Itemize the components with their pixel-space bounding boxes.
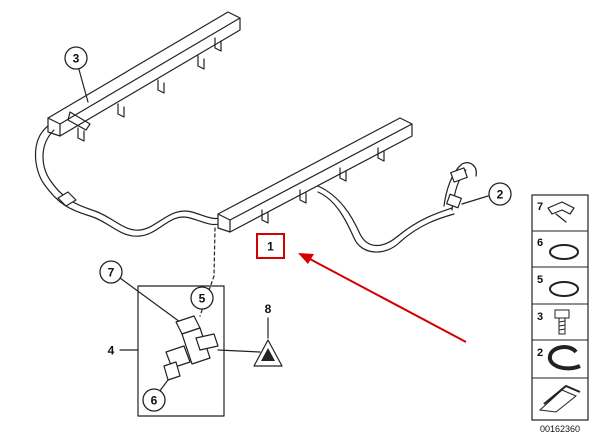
o-ring-icon [549, 244, 579, 260]
front-fuel-rail [217, 117, 413, 233]
svg-text:7: 7 [108, 266, 115, 280]
svg-text:2: 2 [497, 188, 504, 202]
svg-text:6: 6 [151, 394, 158, 408]
svg-text:2: 2 [537, 347, 543, 359]
callout-3: 3 [64, 46, 88, 70]
svg-text:4: 4 [108, 344, 115, 358]
legend-item-hose-clamp: 2 [537, 345, 581, 371]
svg-text:6: 6 [537, 237, 543, 249]
callout-8: 8 [265, 302, 272, 316]
rear-fuel-rail [47, 11, 241, 142]
svg-text:3: 3 [73, 52, 80, 66]
callout-2: 2 [488, 182, 512, 206]
clip-icon [547, 201, 575, 223]
legend-item-bolt: 3 [537, 309, 570, 335]
leader-lines [77, 65, 489, 351]
fuel-injector [155, 315, 261, 397]
legend-item-o-ring-6: 6 [537, 237, 579, 260]
svg-text:1: 1 [267, 240, 274, 254]
o-ring-icon [549, 281, 579, 297]
hose-clamp-icon [547, 345, 581, 371]
legend-item-o-ring-5: 5 [537, 274, 579, 297]
crossover-fuel-line [35, 125, 227, 237]
svg-text:7: 7 [537, 201, 543, 213]
callout-5: 5 [190, 286, 214, 310]
svg-text:5: 5 [537, 274, 543, 286]
callout-1: 1 [267, 240, 274, 254]
bolt-icon [554, 309, 570, 335]
injector-group-box [137, 285, 225, 417]
feed-line [317, 162, 477, 253]
highlight-box [256, 233, 285, 259]
svg-text:3: 3 [537, 311, 543, 323]
callout-6: 6 [142, 388, 166, 412]
svg-text:5: 5 [199, 292, 206, 306]
red-arrow [298, 253, 467, 343]
diagram-code: 00162360 [540, 424, 580, 434]
svg-text:8: 8 [265, 302, 272, 316]
legend-item-clip: 7 [537, 201, 575, 223]
callout-7: 7 [99, 260, 123, 284]
parts-legend: 7 6 5 3 2 [531, 194, 589, 421]
legend-arrow [538, 384, 581, 413]
warning-label [253, 317, 283, 367]
callout-4: 4 [108, 344, 115, 358]
